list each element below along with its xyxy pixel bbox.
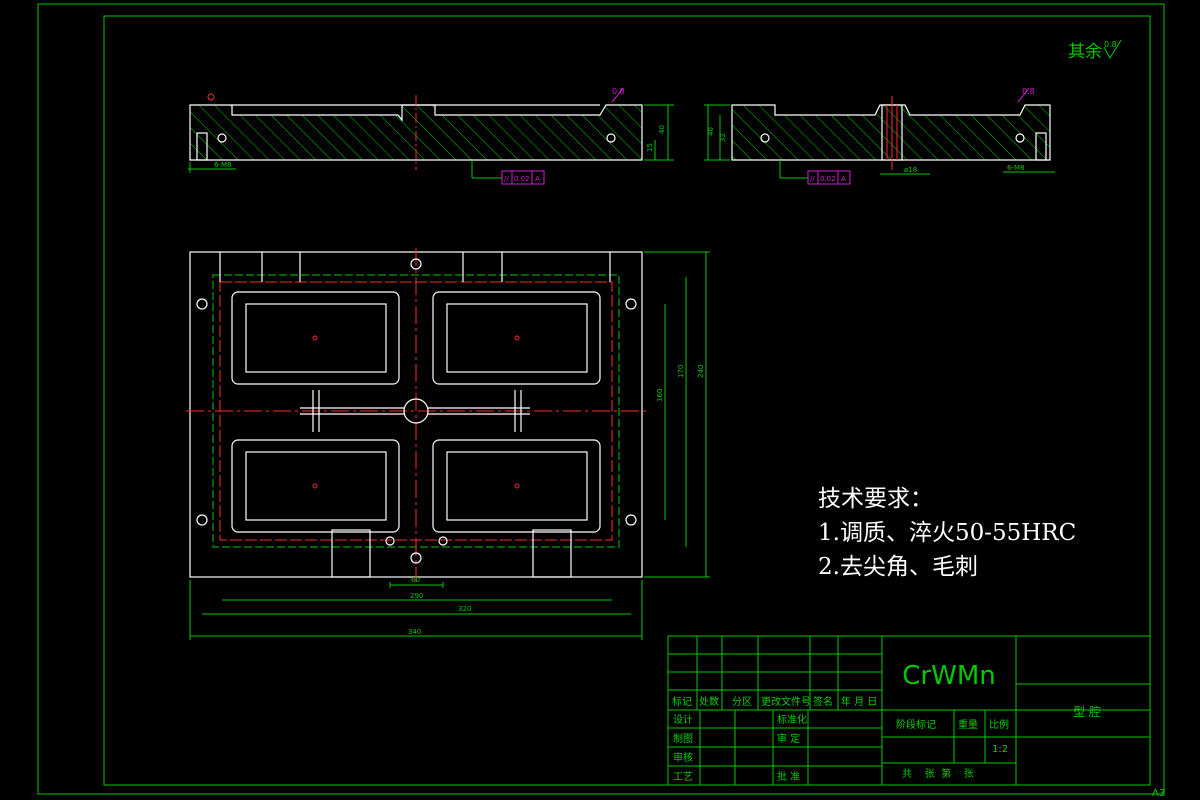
left-local-roughness: 0.8	[612, 87, 625, 96]
roughness-prefix: 其余	[1068, 42, 1102, 62]
tb-mark: 标记	[672, 696, 692, 708]
tb-scale: 1:2	[992, 744, 1008, 755]
title-block: 标记 处数 分区 更改文件号 签名 年 月 日 设计 制图 审核 工艺 标准化 …	[667, 635, 1165, 799]
left-flatness-sym: //	[504, 175, 509, 183]
right-height2-label: 32	[719, 133, 727, 142]
dim-290: 290	[410, 592, 423, 600]
right-flatness-datum: A	[841, 175, 846, 183]
tb-weight: 重量	[958, 718, 978, 731]
tb-sign: 签名	[813, 695, 833, 708]
dim-320: 320	[458, 605, 471, 613]
dim-60: 60	[411, 576, 420, 584]
dim-340: 340	[408, 628, 421, 636]
tb-sheet-size: A3	[1152, 788, 1165, 799]
tb-zone: 分区	[732, 696, 752, 708]
left-flatness-val: 0.02	[514, 175, 530, 183]
tb-change-doc: 更改文件号	[761, 695, 811, 708]
roughness-value: 0.8	[1104, 40, 1117, 49]
tb-draw: 制图	[673, 732, 693, 745]
left-hole-label: 6-M8	[214, 161, 231, 169]
tech-item-2: 2.去尖角、毛刺	[818, 554, 978, 580]
dim-240: 240	[697, 365, 705, 378]
section-view-right: 40 32 6-M8 ø18 0.8 // 0.02 A	[704, 87, 1055, 185]
roughness-note: 其余 0.8	[1068, 39, 1122, 62]
tb-check: 审核	[673, 751, 693, 764]
tech-requirements: 技术要求： 1.调质、淬火50-55HRC 2.去尖角、毛刺	[818, 486, 1076, 580]
tech-title: 技术要求：	[818, 486, 933, 512]
inner-border	[103, 15, 1151, 786]
tb-sheet: 共 张 第 张	[902, 767, 974, 780]
tech-item-1: 1.调质、淬火50-55HRC	[818, 520, 1076, 546]
tb-process: 工艺	[673, 771, 693, 783]
tb-ratio: 比例	[989, 718, 1009, 731]
left-height-label: 40	[658, 125, 666, 134]
tb-approve-review: 审 定	[777, 732, 800, 745]
section-view-left: 6-M8 40 15 0.8 // 0.02 A	[188, 87, 674, 185]
plan-view: 60 290 320 340 160 170 240	[186, 248, 710, 640]
tb-approve: 批 准	[777, 770, 800, 783]
right-height-label: 40	[707, 127, 715, 136]
tb-standard: 标准化	[777, 713, 807, 726]
tb-part-name: 型 腔	[1073, 704, 1101, 719]
right-hole-label: 6-M8	[1007, 164, 1024, 172]
right-flatness-val: 0.02	[820, 175, 836, 183]
right-flatness-sym: //	[810, 175, 815, 183]
left-flatness-datum: A	[535, 175, 540, 183]
tb-count: 处数	[699, 695, 719, 708]
right-local-roughness: 0.8	[1022, 87, 1035, 96]
right-bore-label: ø18	[904, 166, 917, 174]
outer-border	[37, 3, 1165, 795]
tb-date: 年 月 日	[841, 695, 877, 708]
dim-160: 160	[656, 389, 664, 402]
tb-design: 设计	[673, 713, 693, 726]
roughness-symbol-icon	[1103, 39, 1122, 59]
tb-material: CrWMn	[902, 661, 995, 691]
left-step-label: 15	[646, 143, 654, 152]
tb-stage: 阶段标记	[896, 718, 936, 731]
dim-170: 170	[677, 365, 685, 378]
